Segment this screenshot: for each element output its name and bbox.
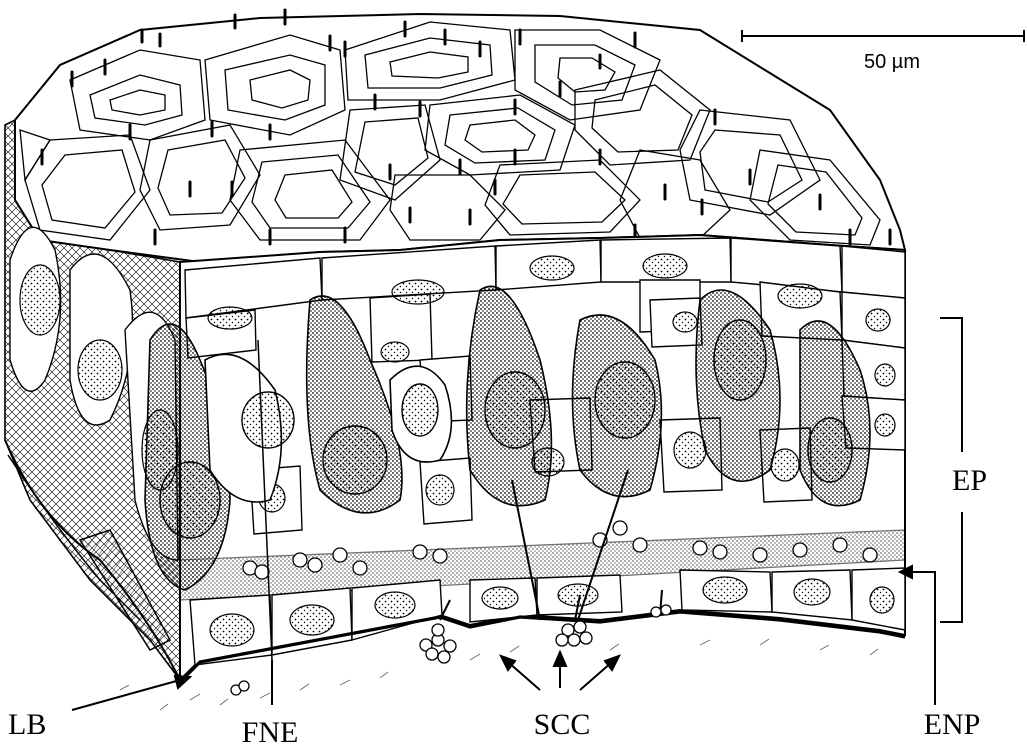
scale-bar-label: 50 µm [864, 51, 920, 73]
label-scc: SCC [534, 708, 591, 741]
label-enp: ENP [924, 708, 981, 741]
label-fne: FNE [242, 716, 299, 749]
scale-bar: 50 µm [742, 30, 1025, 73]
label-lb: LB [8, 708, 46, 741]
front-face [145, 235, 905, 682]
label-ep: EP [952, 464, 987, 497]
surface-layer [15, 10, 905, 262]
